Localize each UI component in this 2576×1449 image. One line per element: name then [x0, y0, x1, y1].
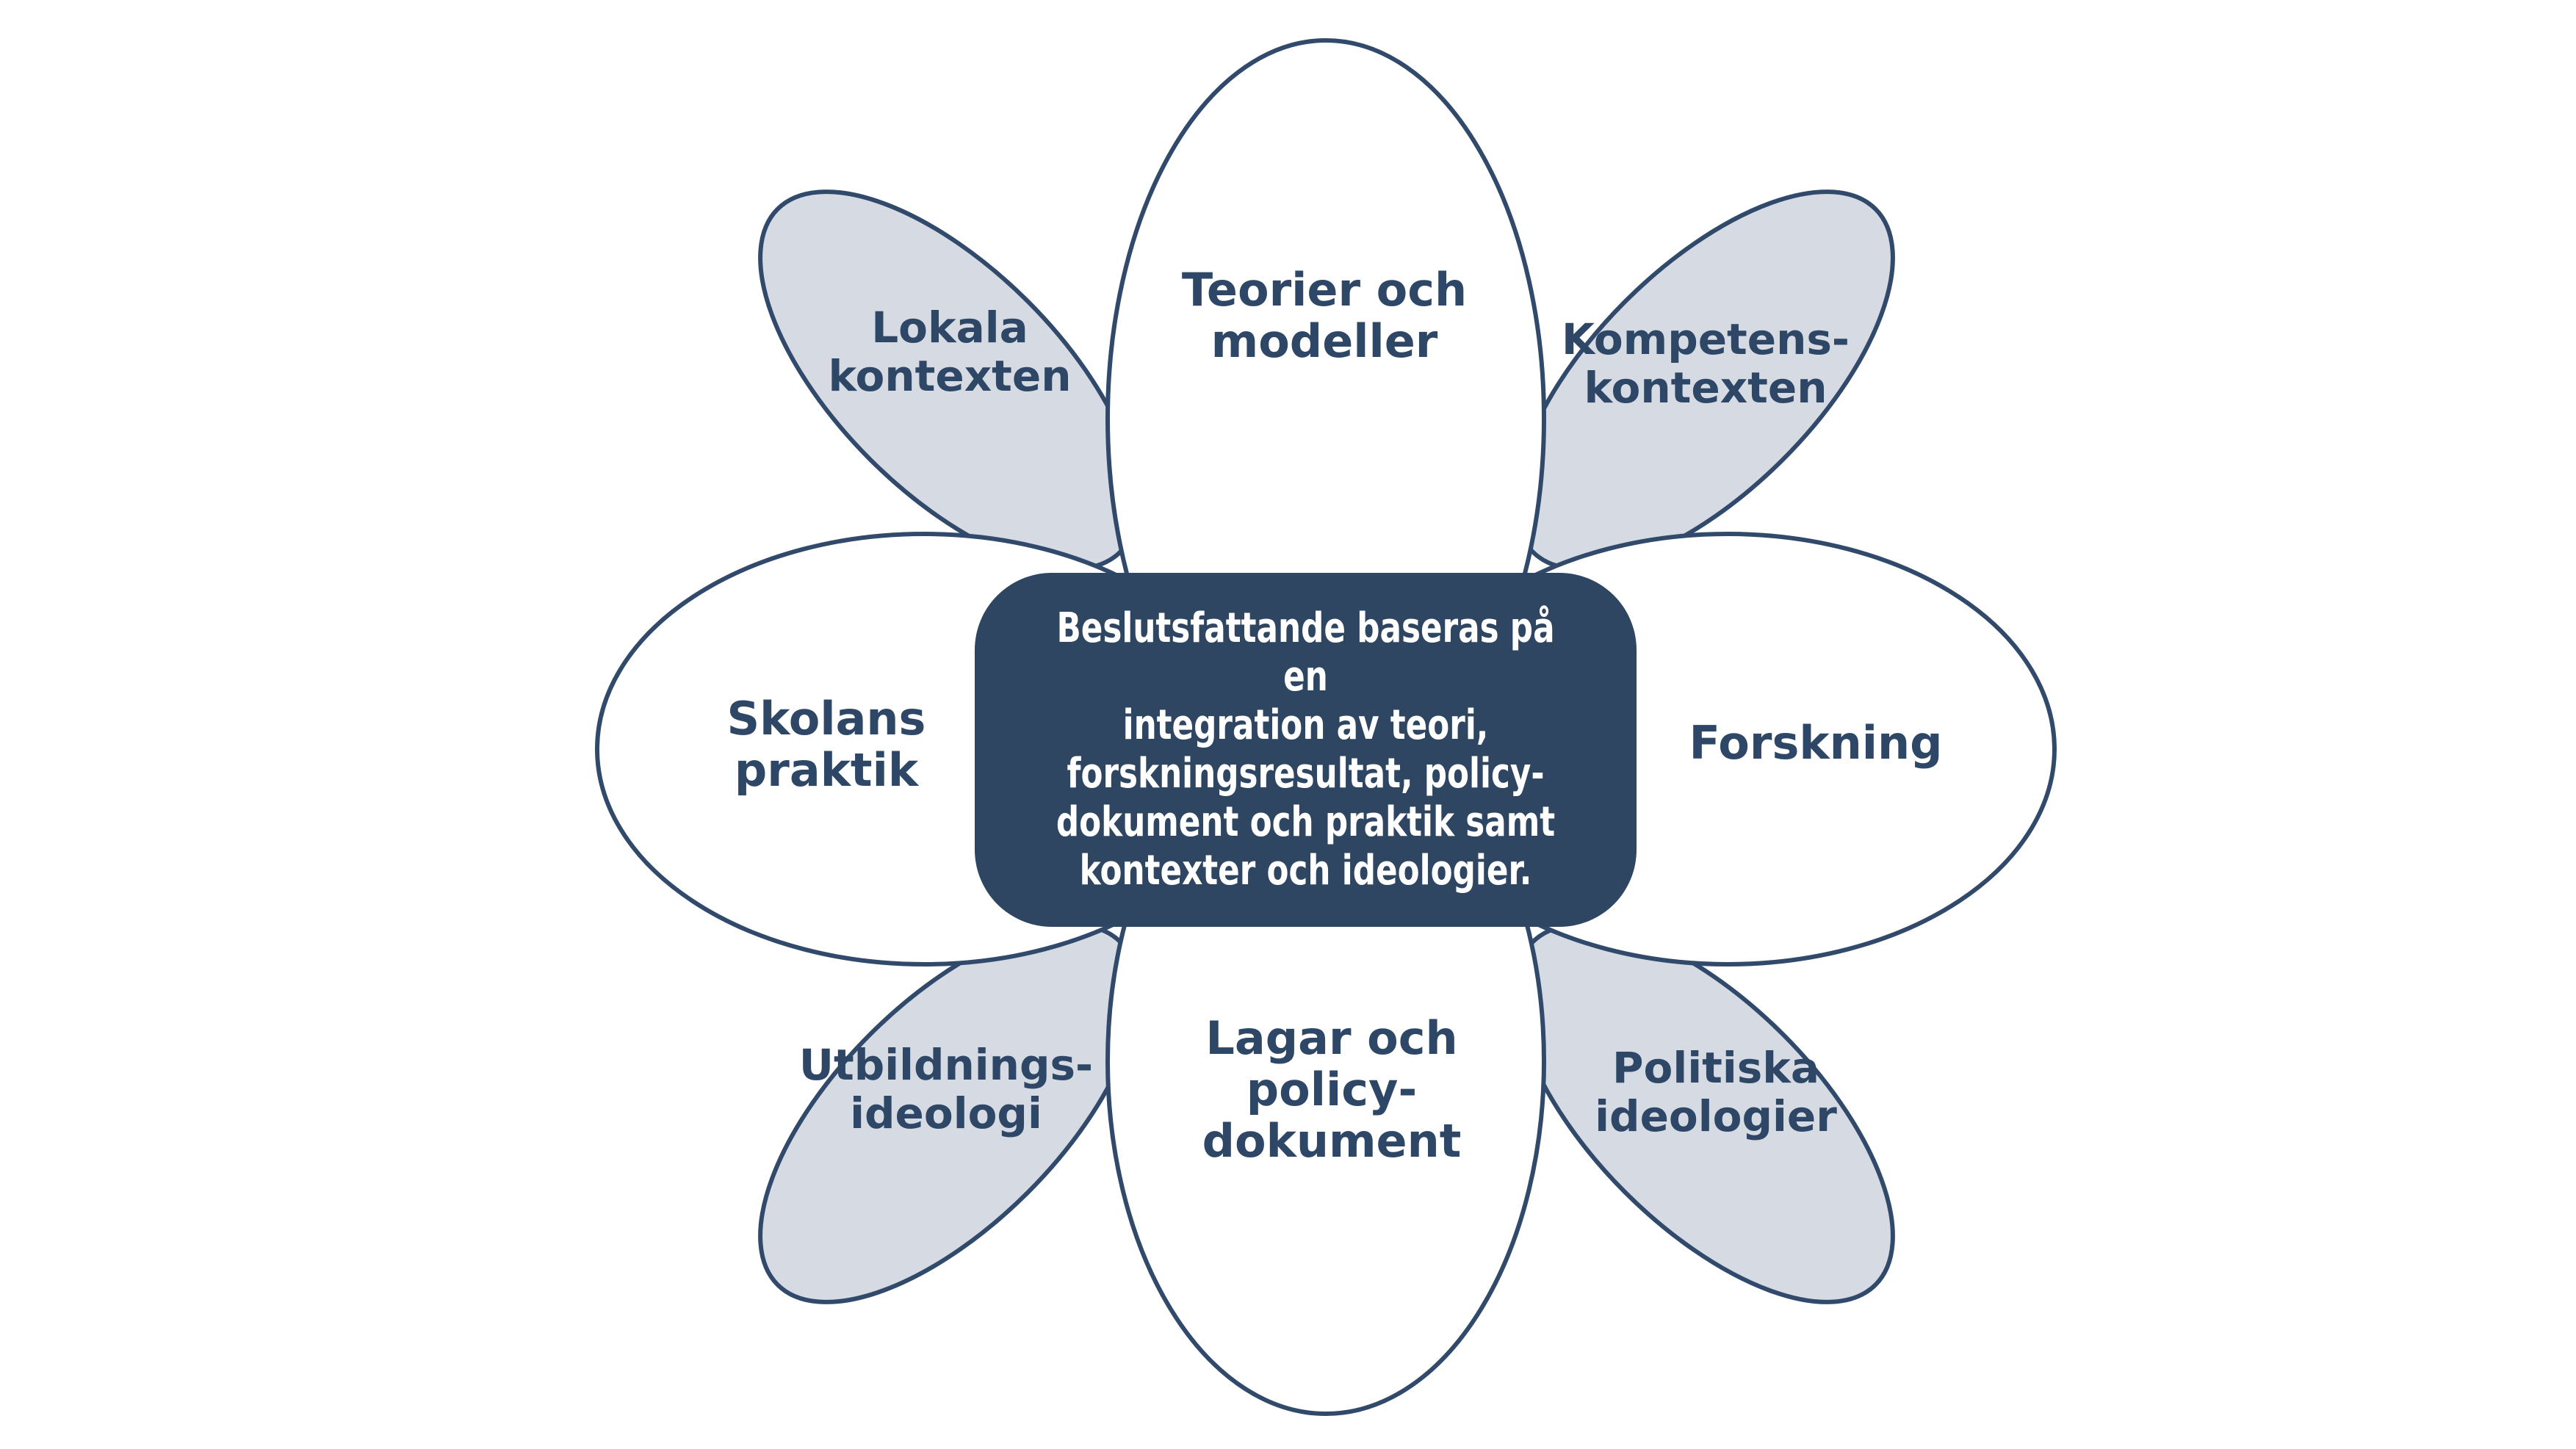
- center-statement-text: Beslutsfattande baseras på en integratio…: [1056, 604, 1556, 895]
- petal-label-bottom: Lagar och policy- dokument: [1202, 1011, 1462, 1168]
- petal-label-bottom-left: Utbildnings- ideologi: [798, 1040, 1094, 1138]
- petal-label-top-left: Lokala kontexten: [828, 303, 1072, 401]
- petal-label-top-right: Kompetens- kontexten: [1561, 314, 1850, 413]
- petal-label-left: Skolans praktik: [726, 691, 926, 797]
- petal-label-top: Teorier och modeller: [1181, 262, 1468, 368]
- petal-label-right: Forskning: [1689, 715, 1943, 770]
- petal-label-bottom-right: Politiska ideologier: [1595, 1043, 1837, 1141]
- center-statement-box: Beslutsfattande baseras på en integratio…: [975, 573, 1637, 927]
- petal-top-right: [1513, 189, 1895, 571]
